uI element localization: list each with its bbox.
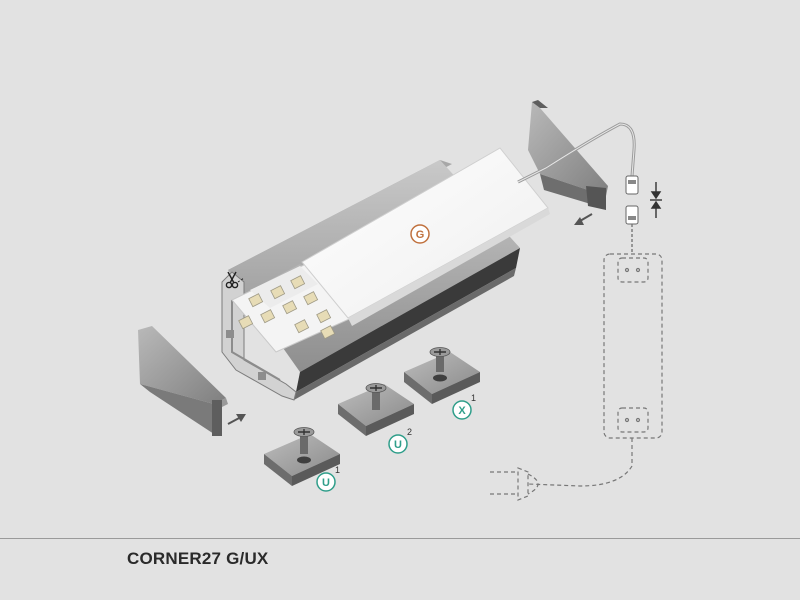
mounting-clip-x — [404, 347, 480, 404]
svg-text:1: 1 — [335, 465, 340, 475]
end-cap-right — [528, 100, 608, 210]
badge-mount-x: X 1 — [452, 393, 476, 420]
product-code: CORNER27 G/UX — [127, 549, 269, 568]
arrow-right-icon — [227, 414, 246, 425]
mounting-clip-u2 — [338, 383, 414, 436]
end-cap-left — [138, 326, 228, 436]
footer-divider — [0, 538, 800, 539]
arrow-left-icon — [574, 213, 593, 225]
svg-text:X: X — [458, 405, 466, 417]
badge-cover-g: G — [410, 224, 430, 244]
scissors-icon — [225, 271, 239, 289]
led-chips — [238, 275, 336, 340]
svg-text:G: G — [416, 229, 425, 241]
power-supply — [527, 253, 663, 487]
svg-text:U: U — [394, 439, 402, 451]
badge-mount-u1: U 1 — [316, 465, 340, 492]
quick-connector — [625, 175, 639, 252]
badge-mount-u2: U 2 — [388, 427, 412, 454]
plug-icon — [490, 467, 539, 501]
svg-text:1: 1 — [471, 393, 476, 403]
svg-text:2: 2 — [407, 427, 412, 437]
mounting-clip-u1 — [264, 427, 340, 486]
svg-text:U: U — [322, 477, 330, 489]
compress-arrows-icon — [650, 182, 662, 218]
